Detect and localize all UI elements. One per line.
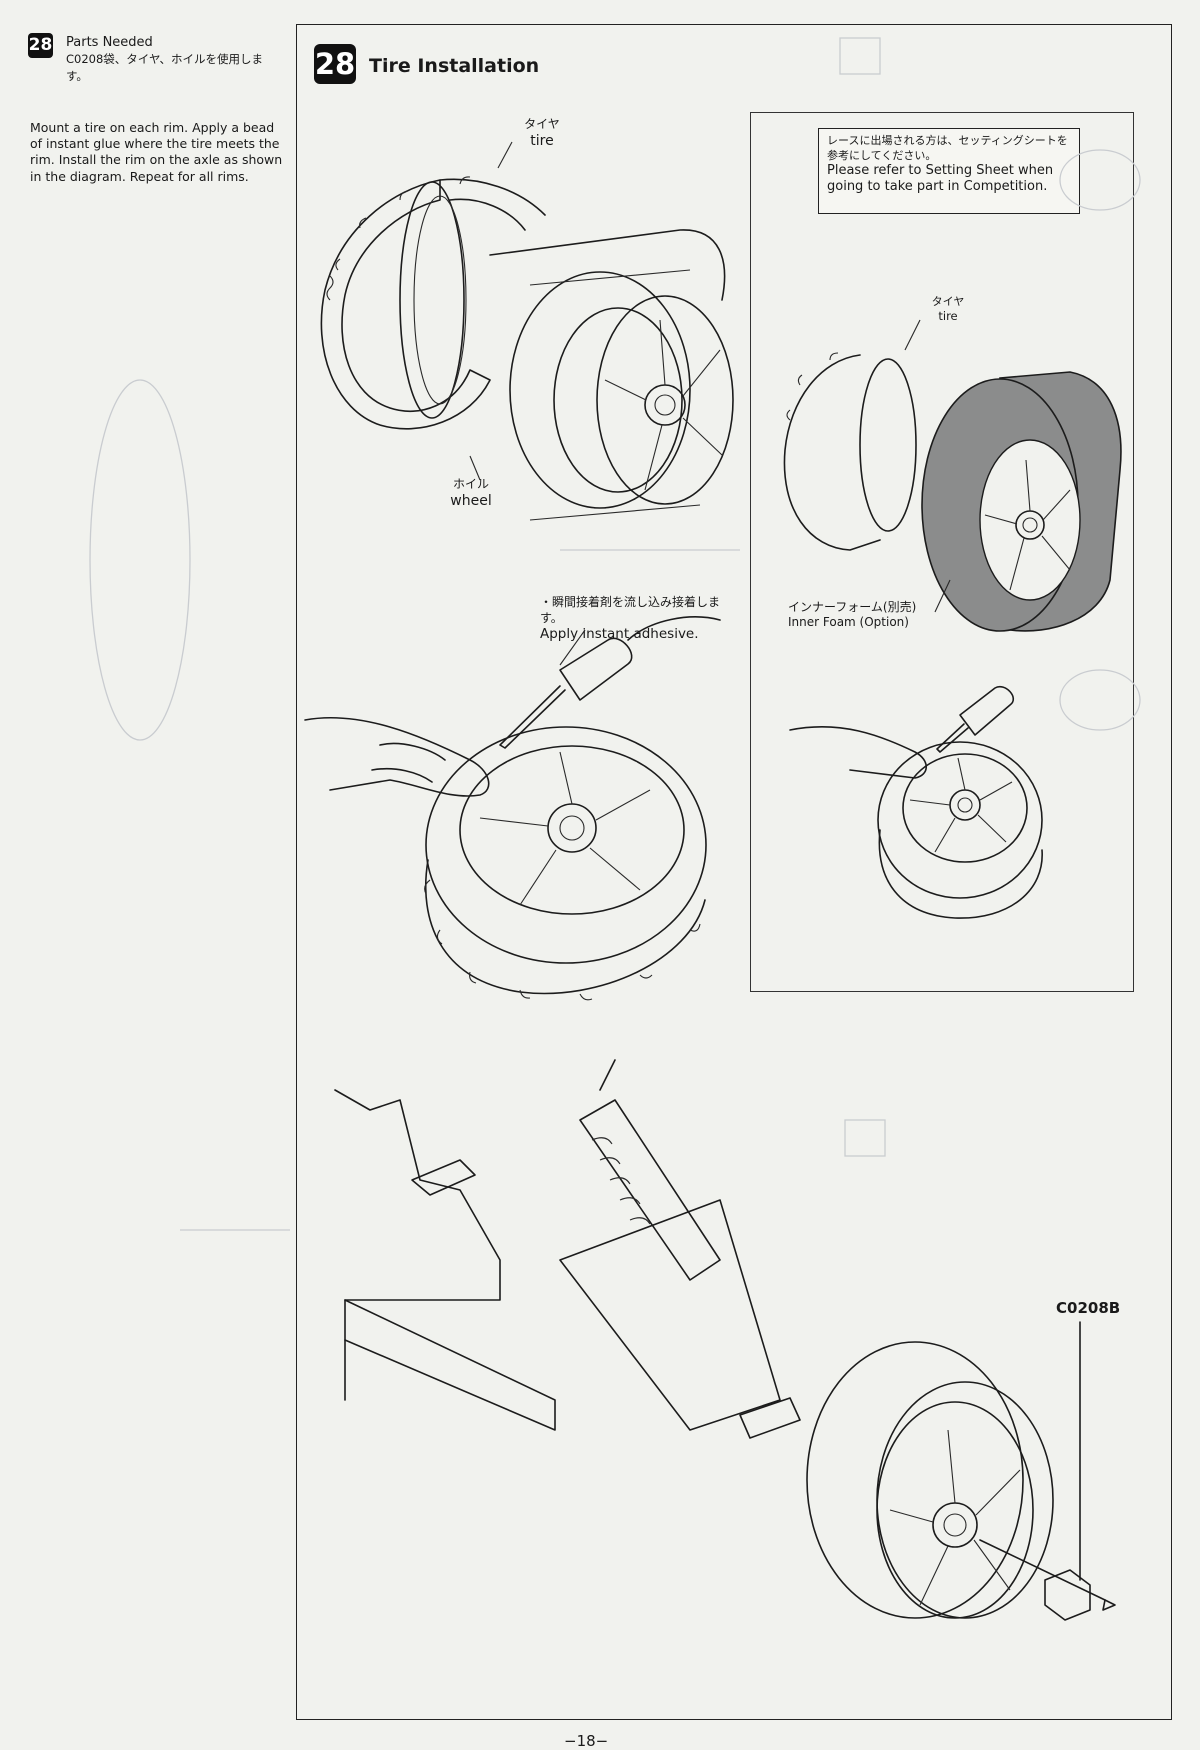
tire-label: タイヤ tire — [512, 116, 572, 150]
option-tire-label-jp: タイヤ — [931, 295, 965, 308]
bleed-through-ghost — [89, 37, 1141, 1231]
option-tire-label: タイヤ tire — [920, 295, 976, 323]
parts-needed-title: Parts Needed — [66, 35, 153, 50]
setting-note-en: Please refer to Setting Sheet when going… — [827, 163, 1054, 194]
option-tire-label-en: tire — [938, 309, 958, 323]
inner-foam-label-jp: インナーフォーム(別売) — [788, 600, 917, 614]
tire-label-en: tire — [530, 133, 554, 149]
setting-sheet-note: レースに出場される方は、セッティングシートを参考にしてください。 Please … — [818, 128, 1080, 214]
adhesive-label-en: Apply instant adhesive. — [540, 626, 699, 642]
part-code-label: C0208B — [1056, 1299, 1121, 1317]
wheel-label-jp: ホイル — [452, 477, 489, 491]
diagram-frame — [296, 24, 1172, 1720]
instructions-text: Mount a tire on each rim. Apply a bead o… — [30, 120, 283, 184]
wheel-label-en: wheel — [450, 493, 492, 509]
adhesive-label: ・瞬間接着剤を流し込み接着します。 Apply instant adhesive… — [540, 594, 730, 643]
adhesive-label-jp: ・瞬間接着剤を流し込み接着します。 — [540, 595, 721, 625]
section-step-badge: 28 — [314, 44, 356, 84]
tire-illustration — [320, 176, 546, 430]
option-gluing-illustration — [789, 685, 1043, 919]
inner-foam-label-en: Inner Foam (Option) — [788, 615, 909, 629]
inner-foam-illustration — [921, 371, 1122, 632]
mounted-wheel-illustration — [806, 1321, 1116, 1621]
section-title: Tire Installation — [369, 55, 540, 77]
chassis-illustration — [334, 1059, 801, 1439]
setting-note-jp: レースに出場される方は、セッティングシートを参考にしてください。 — [827, 134, 1068, 162]
page-number: −18− — [564, 1732, 609, 1750]
parts-needed-jp: C0208袋、タイヤ、ホイルを使用します。 — [66, 52, 264, 83]
option-tire-illustration — [783, 319, 921, 551]
tire-label-jp: タイヤ — [524, 117, 560, 131]
step-number-badge: 28 — [28, 33, 53, 58]
wheel-label: ホイル wheel — [438, 476, 504, 510]
wheel-illustration — [489, 229, 734, 521]
option-panel — [750, 112, 1134, 992]
inner-foam-label: インナーフォーム(別売) Inner Foam (Option) — [788, 600, 968, 630]
gluing-illustration — [304, 616, 721, 1001]
